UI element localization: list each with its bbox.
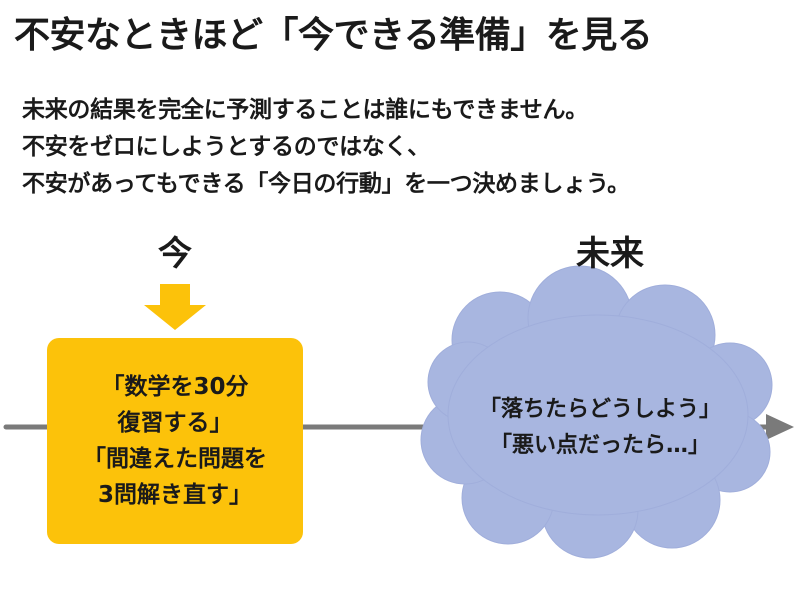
now-action-line: 3問解き直す」 <box>97 482 252 508</box>
now-action-line: 復習する」 <box>117 410 233 436</box>
page-title: 不安なときほど「今できる準備」を見る <box>14 15 653 56</box>
now-label: 今 <box>158 234 192 274</box>
now-action-box: 「数学を30分 復習する」 「間違えた問題を 3問解き直す」 <box>47 338 303 544</box>
future-label: 未来 <box>576 234 644 274</box>
worry-text: 「落ちたらどうしよう」 「悪い点だったら…」 <box>440 392 760 464</box>
timeline-arrowhead-icon <box>766 414 794 440</box>
now-action-line: 「間違えた問題を <box>83 446 267 472</box>
now-action-line: 「数学を30分 <box>101 374 249 400</box>
worry-line: 「悪い点だったら…」 <box>489 433 710 458</box>
worry-cloud <box>420 265 773 559</box>
body-line: 不安をゼロにしようとするのではなく、 <box>22 134 430 160</box>
worry-line: 「落ちたらどうしよう」 <box>478 397 721 422</box>
body-line: 未来の結果を完全に予測することは誰にもできません。 <box>22 97 588 123</box>
body-line: 不安があってもできる「今日の行動」を一つ決めましょう。 <box>22 171 630 197</box>
down-arrow-icon <box>144 284 206 330</box>
body-text: 未来の結果を完全に予測することは誰にもできません。 不安をゼロにしようとするので… <box>22 92 792 203</box>
